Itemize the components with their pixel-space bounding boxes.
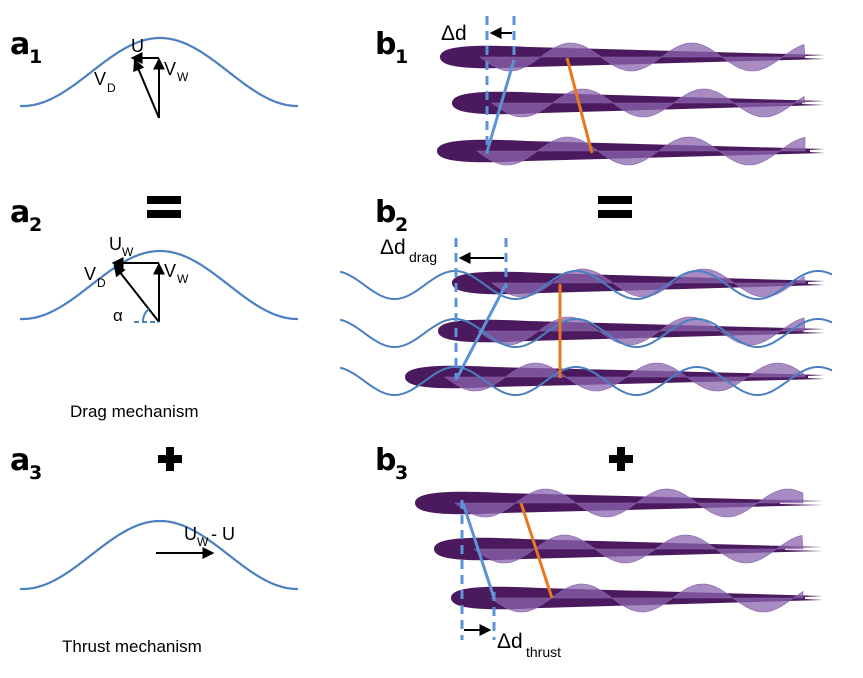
fish-fin bbox=[473, 534, 804, 564]
panel-b2: Δd drag bbox=[339, 236, 833, 396]
wave-b2-3 bbox=[339, 365, 833, 396]
panel-a2: U W V D V W α Drag mechanism bbox=[19, 234, 298, 421]
panel-b1: Δd bbox=[437, 16, 825, 166]
svg-text:2: 2 bbox=[395, 214, 408, 236]
equals-sign-a bbox=[147, 196, 181, 218]
svg-text:3: 3 bbox=[29, 462, 42, 484]
panel-label-b1: b 1 bbox=[375, 27, 408, 68]
panel-label-b3: b 3 bbox=[375, 443, 408, 484]
fish-b3-2 bbox=[434, 534, 823, 564]
panel-a1: U V D V W bbox=[19, 36, 298, 119]
label-delta-d-thrust-b3: Δd bbox=[497, 630, 523, 653]
marker-blue-b1 bbox=[485, 59, 516, 153]
fish-fin bbox=[491, 88, 806, 118]
plus-sign-a bbox=[158, 447, 182, 471]
fish-fin bbox=[476, 136, 806, 166]
caption-thrust: Thrust mechanism bbox=[62, 637, 202, 656]
wave-a3 bbox=[19, 519, 298, 591]
wave-b2-2 bbox=[339, 317, 833, 348]
label-vw-a1: V bbox=[164, 59, 176, 79]
fish-b1-1 bbox=[440, 42, 825, 72]
panel-label-b2: b 2 bbox=[375, 195, 408, 236]
svg-text:a: a bbox=[10, 443, 30, 478]
fish-fin bbox=[479, 42, 806, 72]
alpha-arc-a2 bbox=[142, 308, 150, 323]
label-delta-d-drag-b2: Δd bbox=[380, 236, 406, 259]
svg-text:3: 3 bbox=[395, 462, 408, 484]
label-delta-d-drag-sub-b2: drag bbox=[409, 249, 437, 265]
marker-orange-b1 bbox=[565, 57, 594, 154]
wave-b2-1 bbox=[339, 269, 833, 300]
label-vw-sub-a1: W bbox=[177, 70, 189, 84]
label-vd-a1: V bbox=[94, 69, 106, 89]
marker-blue-b2 bbox=[455, 285, 507, 379]
fish-b1-2 bbox=[452, 88, 825, 118]
label-delta-d-thrust-sub-b3: thrust bbox=[526, 644, 561, 660]
label-vd-sub-a1: D bbox=[107, 81, 116, 95]
svg-text:a: a bbox=[10, 27, 30, 62]
plus-sign-b bbox=[609, 447, 633, 471]
panel-label-a3: a 3 bbox=[10, 443, 42, 484]
label-uw-a2: U bbox=[109, 234, 122, 254]
panel-b3: Δd thrust bbox=[415, 488, 823, 660]
arrow-vd-a2 bbox=[113, 264, 160, 323]
panel-a3: U W - U Thrust mechanism bbox=[19, 519, 298, 656]
caption-drag: Drag mechanism bbox=[70, 402, 199, 421]
svg-text:a: a bbox=[10, 195, 30, 230]
fish-fin bbox=[490, 583, 804, 613]
arrow-vd-a1 bbox=[133, 58, 160, 119]
label-vd-a2: V bbox=[84, 264, 96, 284]
equals-sign-b bbox=[598, 196, 632, 218]
label-uw-sub-a2: W bbox=[122, 245, 134, 259]
fish-fin bbox=[444, 362, 806, 392]
marker-blue-b3 bbox=[461, 502, 496, 599]
svg-text:b: b bbox=[375, 27, 396, 62]
svg-text:1: 1 bbox=[395, 46, 408, 68]
svg-text:b: b bbox=[375, 443, 396, 478]
wave-a1 bbox=[19, 36, 298, 108]
label-alpha-a2: α bbox=[113, 306, 123, 325]
fish-b1-3 bbox=[437, 136, 825, 166]
label-u-a1: U bbox=[131, 36, 144, 56]
label-uw-minus-u-rest-a3: - U bbox=[211, 524, 235, 544]
fish-b3-1 bbox=[415, 488, 823, 518]
panel-label-a2: a 2 bbox=[10, 195, 42, 236]
label-delta-d-b1: Δd bbox=[441, 22, 467, 45]
fish-b3-3 bbox=[451, 583, 823, 613]
panel-label-a1: a 1 bbox=[10, 27, 42, 68]
label-vd-sub-a2: D bbox=[97, 276, 106, 290]
label-uw-minus-u-sub-a3: W bbox=[197, 535, 209, 549]
marker-orange-b3 bbox=[519, 502, 554, 599]
svg-text:b: b bbox=[375, 195, 396, 230]
fish-fin bbox=[454, 488, 804, 518]
wave-a2 bbox=[19, 249, 298, 321]
label-vw-a2: V bbox=[164, 261, 176, 281]
svg-text:1: 1 bbox=[29, 46, 42, 68]
label-uw-minus-u-a3: U bbox=[184, 524, 197, 544]
label-vw-sub-a2: W bbox=[177, 272, 189, 286]
svg-text:2: 2 bbox=[29, 214, 42, 236]
fish-b2-3 bbox=[405, 362, 825, 392]
fish-b2-1 bbox=[452, 268, 825, 298]
